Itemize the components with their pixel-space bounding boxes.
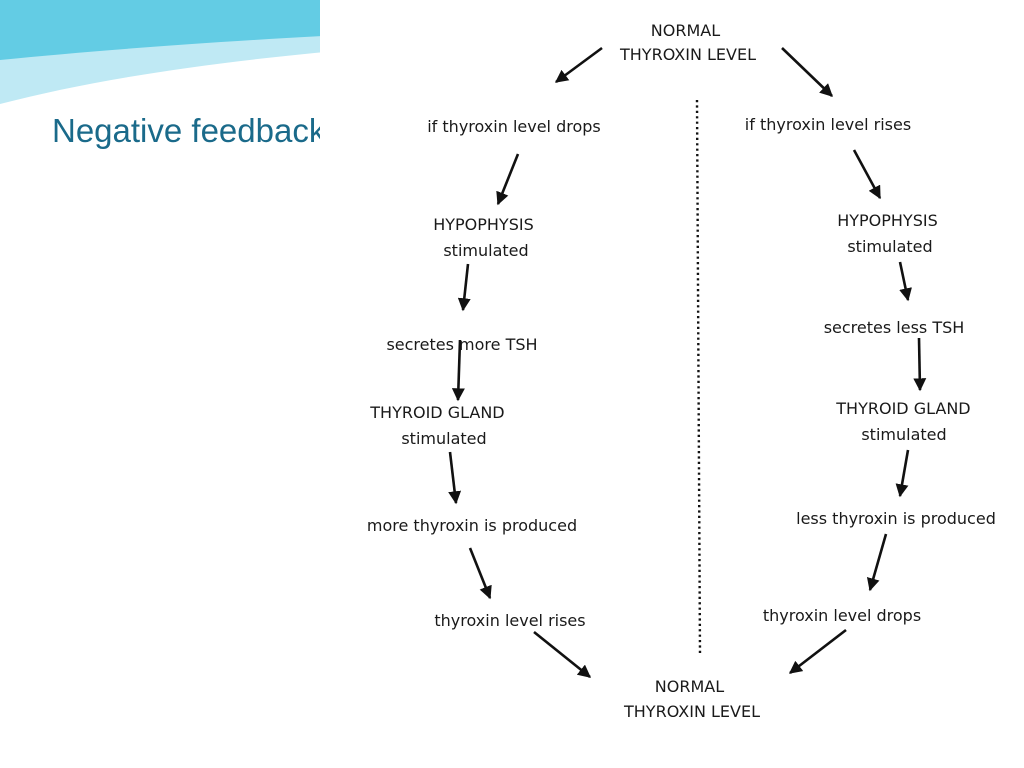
thyroxin-feedback-diagram: NORMAL THYROXIN LEVEL if thyroxin level … bbox=[320, 0, 1024, 768]
left-step-4-line-2: stimulated bbox=[401, 429, 486, 448]
slide-title: Negative feedback bbox=[52, 112, 326, 149]
right-step-2-line-2: stimulated bbox=[847, 237, 932, 256]
left-step-6: thyroxin level rises bbox=[434, 611, 585, 630]
left-step-6-line-1: thyroxin level rises bbox=[434, 611, 585, 630]
left-step-1-line-1: if thyroxin level drops bbox=[427, 117, 601, 136]
left-step-2-line-2: stimulated bbox=[443, 241, 528, 260]
left-step-2: HYPOPHYSIS stimulated bbox=[433, 215, 539, 260]
slide-header-wave bbox=[0, 0, 1024, 96]
right-step-1: if thyroxin level rises bbox=[745, 115, 911, 134]
arrow-left-1 bbox=[496, 153, 520, 206]
right-step-6: thyroxin level drops bbox=[763, 606, 921, 625]
left-step-3-line-1: secretes more TSH bbox=[386, 335, 537, 354]
arrow-right-5 bbox=[866, 533, 888, 592]
right-step-5-line-1: less thyroxin is produced bbox=[796, 509, 996, 528]
left-step-4: THYROID GLAND stimulated bbox=[369, 403, 509, 448]
arrow-left-4 bbox=[448, 451, 462, 505]
right-step-2: HYPOPHYSIS stimulated bbox=[837, 211, 943, 256]
right-step-4: THYROID GLAND stimulated bbox=[835, 399, 975, 444]
right-step-5: less thyroxin is produced bbox=[796, 509, 996, 528]
right-step-6-line-1: thyroxin level drops bbox=[763, 606, 921, 625]
arrow-top-to-right bbox=[781, 47, 833, 97]
diagram-canvas: NORMAL THYROXIN LEVEL if thyroxin level … bbox=[367, 21, 996, 721]
left-step-2-line-1: HYPOPHYSIS bbox=[433, 215, 534, 234]
arrow-left-3 bbox=[451, 339, 465, 402]
right-step-2-line-1: HYPOPHYSIS bbox=[837, 211, 938, 230]
bottom-node: NORMAL THYROXIN LEVEL bbox=[623, 677, 760, 721]
arrow-right-4 bbox=[895, 449, 910, 498]
arrow-left-2 bbox=[457, 263, 471, 312]
right-step-4-line-2: stimulated bbox=[861, 425, 946, 444]
left-step-5-line-1: more thyroxin is produced bbox=[367, 516, 577, 535]
left-step-1: if thyroxin level drops bbox=[427, 117, 601, 136]
arrow-right-3 bbox=[913, 337, 927, 392]
left-step-3: secretes more TSH bbox=[386, 335, 537, 354]
bottom-node-line-2: THYROXIN LEVEL bbox=[623, 702, 760, 721]
right-step-3: secretes less TSH bbox=[824, 318, 965, 337]
right-step-4-line-1: THYROID GLAND bbox=[835, 399, 970, 418]
branch-divider bbox=[695, 99, 702, 656]
top-node: NORMAL THYROXIN LEVEL bbox=[619, 21, 756, 64]
arrow-right-6 bbox=[788, 628, 847, 675]
right-step-3-line-1: secretes less TSH bbox=[824, 318, 965, 337]
top-node-line-1: NORMAL bbox=[651, 21, 720, 40]
bottom-node-line-1: NORMAL bbox=[655, 677, 724, 696]
arrow-right-1 bbox=[852, 149, 882, 200]
left-step-4-line-1: THYROID GLAND bbox=[369, 403, 504, 422]
arrow-top-to-left bbox=[554, 46, 603, 84]
top-node-line-2: THYROXIN LEVEL bbox=[619, 45, 756, 64]
left-step-5: more thyroxin is produced bbox=[367, 516, 577, 535]
arrow-left-6 bbox=[533, 630, 592, 679]
right-step-1-line-1: if thyroxin level rises bbox=[745, 115, 911, 134]
arrow-right-2 bbox=[898, 261, 912, 302]
arrow-left-5 bbox=[468, 547, 492, 600]
